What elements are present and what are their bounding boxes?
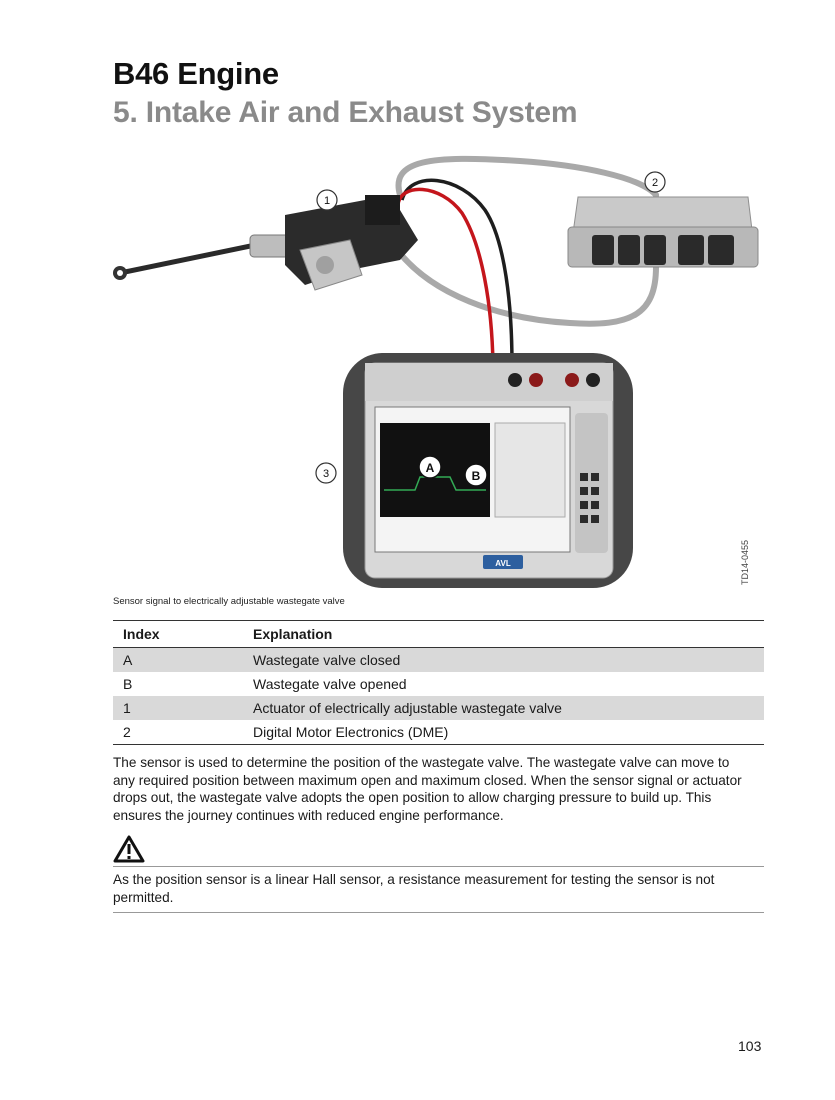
figure-reference-code: TD14-0455 — [740, 540, 750, 585]
red-cable — [396, 187, 495, 366]
figure-caption: Sensor signal to electrically adjustable… — [113, 596, 345, 607]
header-index: Index — [113, 620, 243, 648]
row-index: 2 — [113, 720, 243, 745]
row-index: A — [113, 647, 243, 672]
wastegate-actuator — [113, 195, 418, 291]
marker-b: B — [472, 469, 481, 483]
warning-triangle-icon — [113, 835, 145, 863]
row-index: B — [123, 676, 133, 692]
warning-note: As the position sensor is a linear Hall … — [113, 866, 764, 913]
row-explanation: Digital Motor Electronics (DME) — [243, 720, 764, 745]
table-header-row: Index Explanation — [113, 620, 764, 648]
row-explanation: Wastegate valve opened — [253, 676, 407, 692]
header-explanation: Explanation — [243, 620, 764, 648]
callout-3: 3 — [323, 468, 329, 480]
wastegate-measurement-figure: AVL A B 1 2 3 TD14-0455 — [113, 155, 759, 588]
row-explanation: Wastegate valve closed — [243, 647, 764, 672]
table-row: 2 Digital Motor Electronics (DME) — [113, 720, 764, 745]
table-row: B Wastegate valve opened — [113, 672, 764, 696]
callout-1: 1 — [324, 195, 330, 207]
body-paragraph: The sensor is used to determine the posi… — [113, 755, 742, 823]
callout-2: 2 — [652, 177, 658, 189]
device-brand-label: AVL — [495, 559, 511, 568]
table-row: 1 Actuator of electrically adjustable wa… — [113, 696, 764, 720]
row-explanation: Actuator of electrically adjustable wast… — [243, 696, 764, 720]
black-cable — [400, 178, 514, 366]
oscilloscope-device: AVL — [343, 353, 633, 588]
table-row: A Wastegate valve closed — [113, 647, 764, 672]
row-index: 1 — [113, 696, 243, 720]
section-title: 5. Intake Air and Exhaust System — [113, 96, 578, 129]
dme-control-unit — [567, 196, 759, 268]
page-number: 103 — [738, 1038, 762, 1054]
page-title: B46 Engine — [113, 56, 279, 91]
index-table: Index Explanation A Wastegate valve clos… — [113, 620, 764, 745]
marker-a: A — [426, 461, 435, 475]
